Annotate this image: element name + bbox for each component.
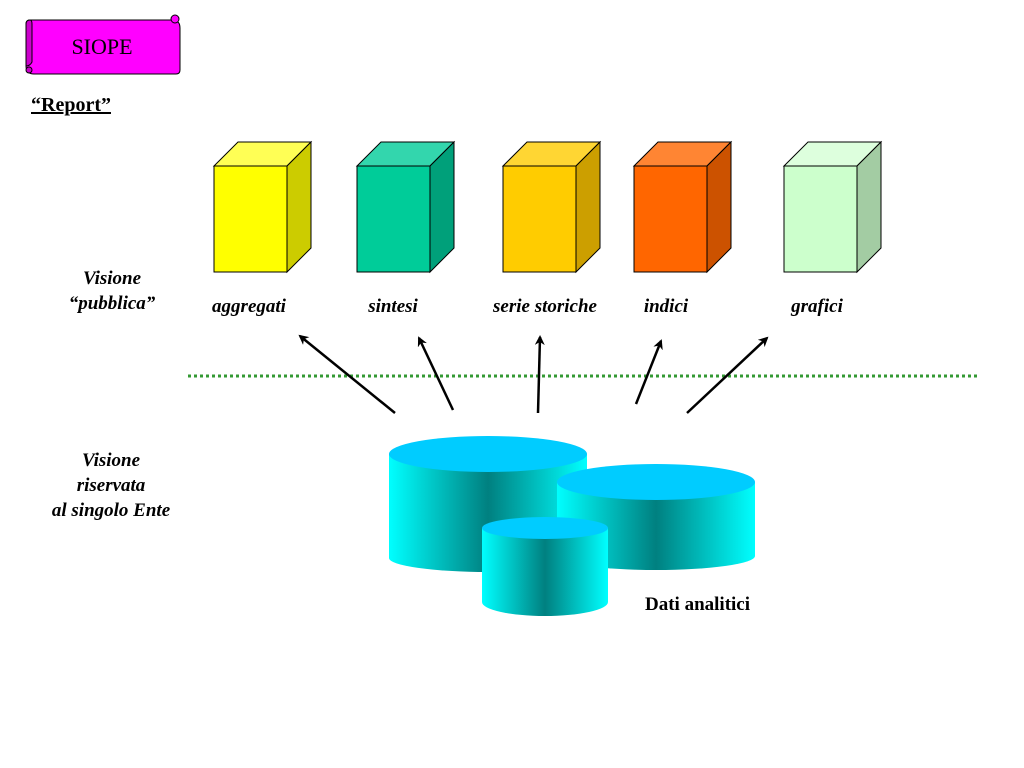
cube-side: [856, 140, 882, 274]
cylinder-small: [482, 517, 608, 616]
cube-label-grafici: grafici: [791, 296, 843, 317]
cube-label-serie-storiche: serie storiche: [493, 296, 597, 317]
private-view-label: Visione riservata al singolo Ente: [36, 448, 186, 523]
cube-indici: [632, 140, 733, 274]
cube-front: [356, 165, 431, 273]
cube-front: [502, 165, 577, 273]
cube-label-indici: indici: [643, 296, 689, 317]
cube-side: [429, 140, 455, 274]
private-view-line-2: riservata: [76, 475, 146, 496]
arrows: [298, 334, 769, 414]
cube-front: [633, 165, 708, 273]
cube-aggregati: [212, 140, 313, 274]
public-view-line-2: “pubblica”: [68, 293, 156, 314]
cube-front: [213, 165, 288, 273]
scroll-banner: [25, 14, 181, 75]
cube-front: [783, 165, 858, 273]
report-cubes: [212, 140, 883, 274]
cube-label-sintesi: sintesi: [368, 296, 418, 317]
cube-label-aggregati: aggregati: [212, 296, 286, 317]
cube-serie-storiche: [501, 140, 602, 274]
arrow-to-serie-storiche: [534, 335, 545, 414]
cube-side: [575, 140, 601, 274]
cube-grafici: [782, 140, 883, 274]
database-label: Dati analitici: [645, 594, 751, 615]
arrow-to-indici: [634, 339, 663, 405]
private-view-line-1: Visione: [81, 450, 141, 471]
public-view-label: Visione “pubblica”: [52, 266, 172, 316]
title-banner: SIOPE: [24, 16, 180, 74]
private-view-line-3: al singolo Ente: [51, 500, 171, 521]
arrow-to-sintesi: [417, 336, 455, 411]
arrow-to-grafici: [686, 336, 769, 414]
cube-side: [286, 140, 312, 274]
database-cylinders: [389, 436, 755, 616]
cube-side: [706, 140, 732, 274]
page-title: SIOPE: [71, 34, 133, 59]
cube-sintesi: [355, 140, 456, 274]
arrow-to-aggregati: [298, 334, 396, 414]
section-subtitle: “Report”: [31, 94, 111, 116]
public-view-line-1: Visione: [82, 268, 142, 289]
